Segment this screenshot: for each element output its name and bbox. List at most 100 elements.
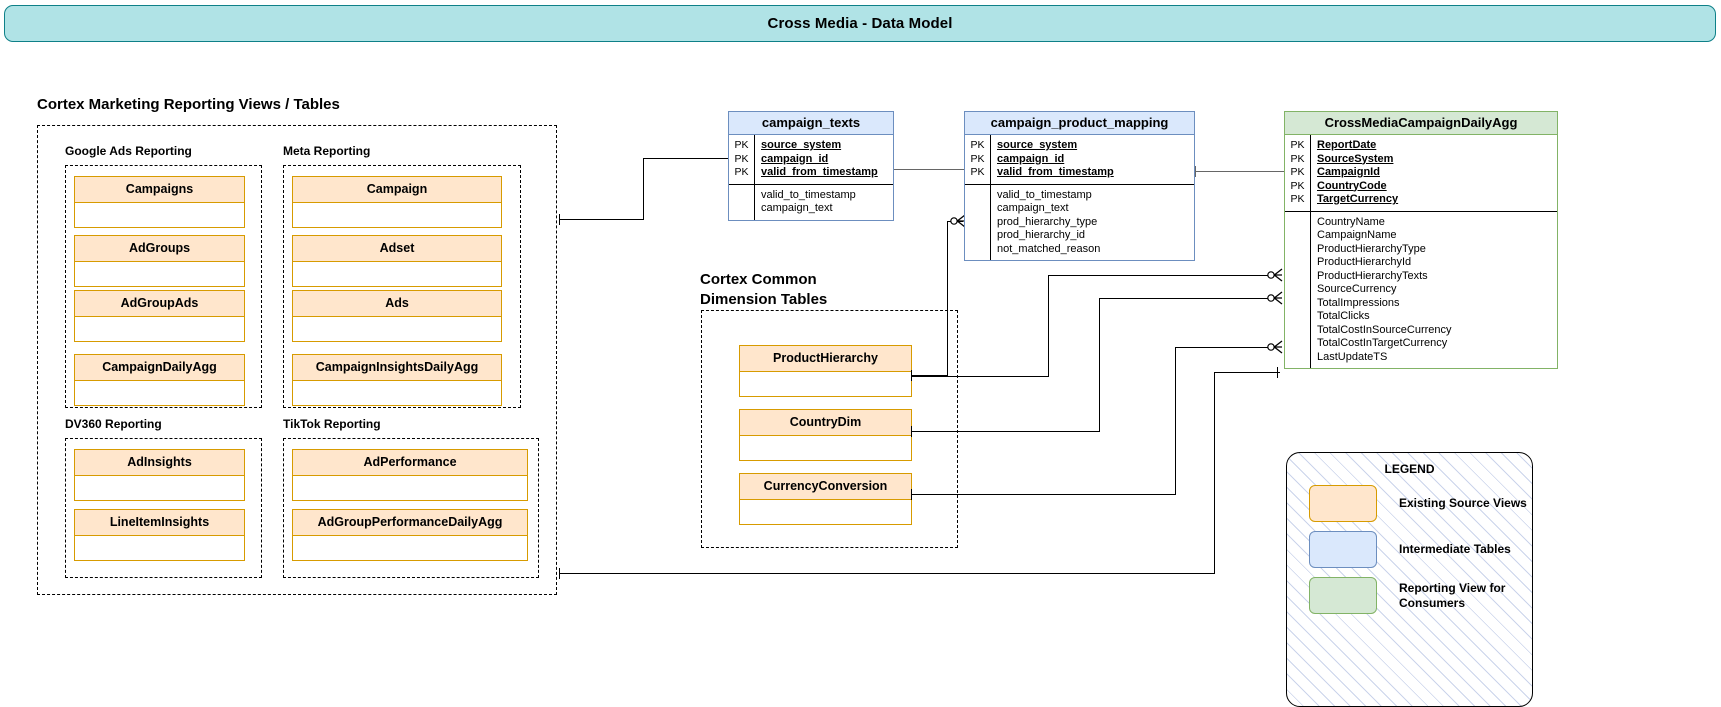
connector-segment: [1214, 372, 1216, 574]
entity-title: AdInsights: [75, 450, 244, 476]
entity-title: CountryDim: [740, 410, 911, 436]
pk-marker: PK: [734, 152, 749, 165]
er-table-campaign-texts[interactable]: campaign_texts PK PK PK source_system ca…: [728, 111, 894, 221]
connector-tick: [911, 370, 913, 381]
er-field: campaign_id: [761, 152, 829, 165]
spacer: [965, 229, 990, 243]
tiktok-group-box: [283, 438, 539, 578]
diagram-title-banner: Cross Media - Data Model: [4, 5, 1716, 42]
er-table-title: campaign_product_mapping: [965, 112, 1194, 135]
entity-ads[interactable]: Ads: [292, 290, 502, 342]
er-field: source_system: [997, 139, 1078, 151]
connector-segment: [1100, 298, 1275, 300]
entity-body: [293, 536, 527, 560]
er-field: valid_from_timestamp: [761, 166, 878, 178]
entity-body: [75, 317, 244, 341]
entity-body: [75, 381, 244, 405]
entity-campaign[interactable]: Campaign: [292, 176, 502, 228]
connector-tick: [911, 426, 913, 437]
entity-countrydim[interactable]: CountryDim: [739, 409, 912, 461]
entity-body: [293, 203, 501, 227]
entity-body: [293, 317, 501, 341]
entity-producthierarchy[interactable]: ProductHierarchy: [739, 345, 912, 397]
spacer: [1285, 297, 1310, 311]
entity-adinsights[interactable]: AdInsights: [74, 449, 245, 501]
legend-item-reporting-view: Reporting View for Consumers: [1309, 577, 1532, 614]
crowsfoot-icon: [1267, 340, 1283, 354]
spacer: [965, 216, 990, 230]
entity-body: [740, 500, 911, 524]
connector-segment: [1049, 275, 1275, 277]
pk-marker: PK: [1290, 152, 1305, 165]
spacer: [1285, 216, 1310, 230]
er-field-column: valid_to_timestamp campaign_text: [755, 185, 893, 220]
pk-marker: PK: [734, 139, 749, 151]
connector-segment: [560, 219, 644, 221]
er-table-campaign-product-mapping[interactable]: campaign_product_mapping PK PK PK source…: [964, 111, 1195, 261]
er-table-crossmediacampaigndailyagg[interactable]: CrossMediaCampaignDailyAgg PK PK PK PK P…: [1284, 111, 1558, 369]
er-field: prod_hierarchy_type: [997, 215, 1098, 228]
er-field: valid_to_timestamp: [761, 188, 856, 201]
spacer: [729, 189, 754, 203]
entity-adset[interactable]: Adset: [292, 235, 502, 287]
connector-segment: [912, 431, 1100, 433]
connector-segment: [1048, 275, 1050, 377]
er-field: CampaignName: [1317, 229, 1397, 241]
connector-tick: [1195, 166, 1197, 177]
spacer: [965, 243, 990, 257]
group-label-dv360: DV360 Reporting: [65, 417, 162, 431]
group-label-tiktok: TikTok Reporting: [283, 417, 381, 431]
er-field: valid_from_timestamp: [997, 166, 1114, 178]
entity-currencyconversion[interactable]: CurrencyConversion: [739, 473, 912, 525]
entity-title: Campaigns: [75, 177, 244, 203]
entity-adperformance[interactable]: AdPerformance: [292, 449, 528, 501]
er-field: not_matched_reason: [997, 242, 1101, 255]
entity-campaigndailyagg[interactable]: CampaignDailyAgg: [74, 354, 245, 406]
er-field: SourceCurrency: [1317, 283, 1397, 295]
spacer: [1285, 351, 1310, 365]
entity-lineiteminsights[interactable]: LineItemInsights: [74, 509, 245, 561]
legend-panel: LEGEND Existing Source Views Intermediat…: [1286, 452, 1533, 707]
pk-marker: PK: [1290, 166, 1305, 178]
dimension-group-box: [701, 310, 958, 548]
entity-campaigns[interactable]: Campaigns: [74, 176, 245, 228]
entity-adgroupads[interactable]: AdGroupAds: [74, 290, 245, 342]
entity-body: [740, 436, 911, 460]
entity-adgroups[interactable]: AdGroups: [74, 235, 245, 287]
legend-label: Reporting View for Consumers: [1399, 580, 1506, 610]
connector-tick: [559, 214, 561, 225]
spacer: [1285, 256, 1310, 270]
entity-campaigninsightsdailyagg[interactable]: CampaignInsightsDailyAgg: [292, 354, 502, 406]
pk-marker: PK: [734, 166, 749, 178]
entity-title: LineItemInsights: [75, 510, 244, 536]
crowsfoot-icon: [1267, 268, 1283, 282]
er-key-section: PK PK PK PK PK ReportDate SourceSystem C…: [1285, 135, 1557, 212]
er-field: ReportDate: [1317, 139, 1377, 151]
er-field: ProductHierarchyType: [1317, 242, 1426, 255]
crowsfoot-icon: [1267, 291, 1283, 305]
dv360-group-box: [65, 438, 262, 578]
pk-marker: PK: [970, 152, 985, 165]
er-key-column: PK PK PK PK PK: [1285, 135, 1311, 211]
entity-adgroupperformancedailyagg[interactable]: AdGroupPerformanceDailyAgg: [292, 509, 528, 561]
connector-segment: [1195, 171, 1285, 173]
meta-group-box: [283, 165, 521, 408]
entity-title: CurrencyConversion: [740, 474, 911, 500]
spacer: [1285, 324, 1310, 338]
legend-label: Existing Source Views: [1399, 496, 1527, 510]
legend-label: Intermediate Tables: [1399, 542, 1511, 556]
er-field: TotalImpressions: [1317, 296, 1400, 309]
er-field: campaign_text: [997, 202, 1069, 214]
legend-item-existing-source-views: Existing Source Views: [1309, 485, 1532, 522]
er-table-title: CrossMediaCampaignDailyAgg: [1285, 112, 1557, 135]
entity-body: [293, 476, 527, 500]
er-field: TotalClicks: [1317, 310, 1370, 322]
entity-body: [75, 203, 244, 227]
connector-segment: [947, 221, 949, 376]
legend-swatch-green: [1309, 577, 1377, 614]
google-ads-group-box: [65, 165, 262, 408]
entity-body: [293, 262, 501, 286]
er-field-column: CountryName CampaignName ProductHierarch…: [1311, 212, 1557, 369]
entity-title: CampaignDailyAgg: [75, 355, 244, 381]
er-key-column: [729, 184, 755, 220]
